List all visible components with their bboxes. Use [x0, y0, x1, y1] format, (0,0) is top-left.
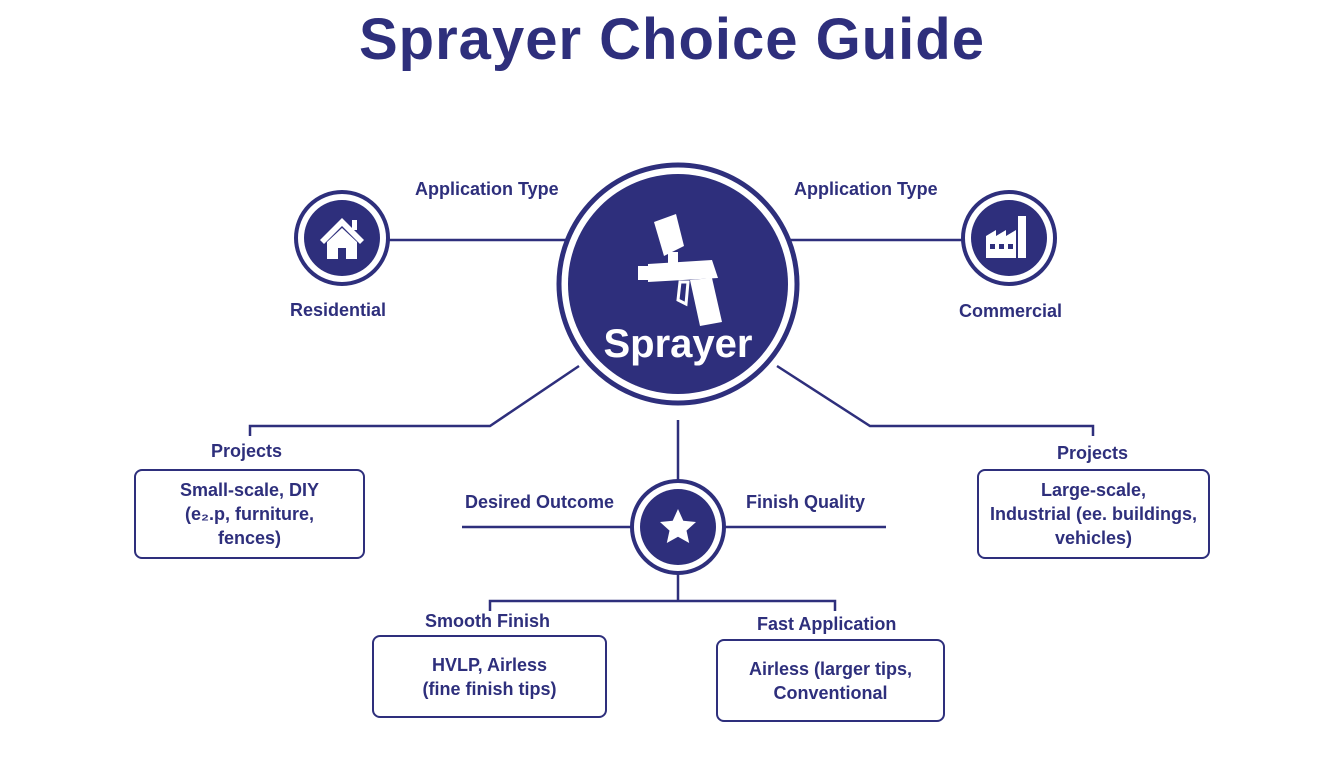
projects-box-right: Large-scale, Industrial (ee. buildings, … — [977, 469, 1210, 559]
fast-application-label: Fast Application — [757, 614, 897, 634]
desired-outcome-label: Desired Outcome — [465, 492, 615, 512]
connector-projects-left — [248, 364, 580, 436]
left-connector-label: Application Type — [415, 179, 559, 199]
page-title: Sprayer Choice Guide — [359, 7, 985, 72]
finish-quality-label: Finish Quality — [746, 492, 866, 512]
projects-right-line-2: Industrial (ee. buildings, — [989, 504, 1198, 524]
smooth-finish-label: Smooth Finish — [425, 611, 550, 631]
outcome-node — [630, 479, 726, 575]
fast-application-line-2: Conventional — [773, 682, 888, 703]
connector-option-split — [488, 599, 837, 611]
commercial-node — [961, 190, 1057, 286]
smooth-finish-line-1: HVLP, Airless — [431, 654, 548, 675]
projects-box-left: Small-scale, DIY (e₂.p, furniture, fence… — [134, 469, 365, 559]
projects-left-line-1: Small-scale, DIY — [179, 480, 320, 500]
right-connector-label: Application Type — [794, 179, 938, 199]
smooth-finish-line-2: (fine finish tips) — [422, 678, 557, 699]
projects-right-line-1: Large-scale, — [1040, 480, 1147, 500]
spray-gun-icon — [638, 214, 722, 326]
sprayer-hub — [556, 162, 800, 406]
fast-application-box: Airless (larger tips, Conventional — [716, 639, 945, 722]
center-label: Sprayer — [603, 322, 753, 366]
projects-left-line-3: fences) — [217, 528, 281, 548]
residential-label: Residential — [290, 300, 387, 320]
projects-label-left: Projects — [211, 441, 283, 461]
house-icon — [320, 218, 364, 259]
commercial-label: Commercial — [959, 301, 1063, 321]
residential-node — [294, 190, 390, 286]
fast-application-line-1: Airless (larger tips, — [748, 658, 913, 679]
connector-projects-right — [776, 364, 1095, 436]
smooth-finish-box: HVLP, Airless (fine finish tips) — [372, 635, 607, 718]
star-icon — [660, 509, 696, 543]
projects-left-line-2: (e₂.p, furniture, — [184, 504, 314, 524]
projects-label-right: Projects — [1057, 443, 1129, 463]
projects-right-line-3: vehicles) — [1054, 528, 1133, 548]
